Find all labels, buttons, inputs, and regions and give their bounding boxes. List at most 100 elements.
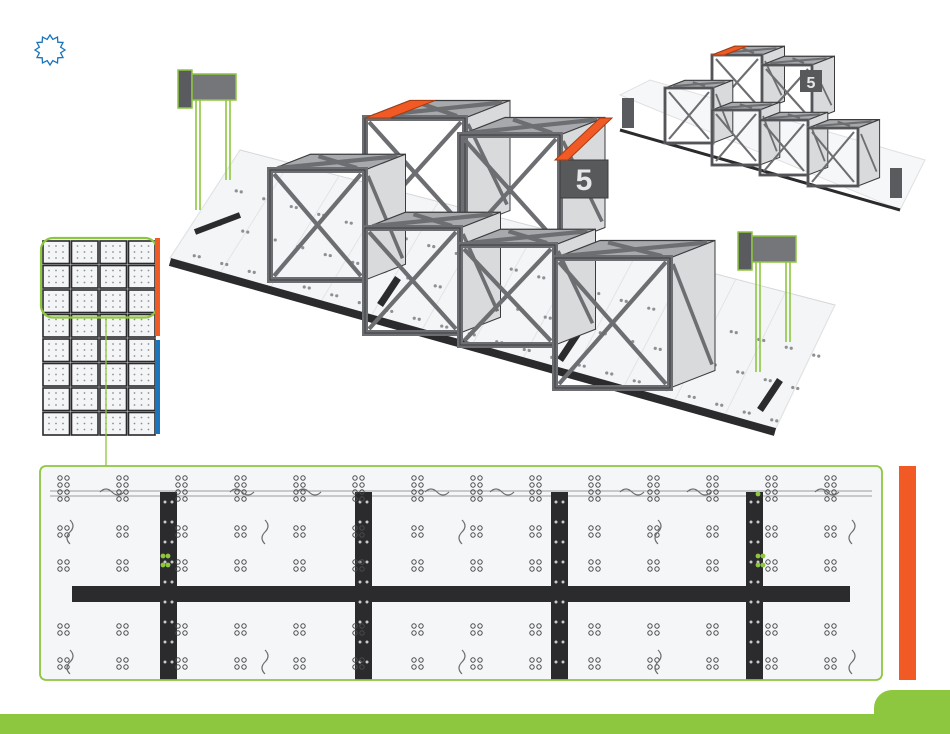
legend-hole bbox=[112, 429, 114, 431]
floor-hole bbox=[345, 221, 348, 224]
floor-hole bbox=[240, 190, 243, 193]
legend-hole bbox=[55, 245, 57, 247]
floor-hole bbox=[812, 353, 815, 356]
stripe-hole bbox=[366, 581, 369, 584]
legend-hole bbox=[112, 276, 114, 278]
stripe-hole bbox=[757, 521, 760, 524]
floor-hole bbox=[610, 372, 613, 375]
stripe-hole bbox=[555, 641, 558, 644]
legend-hole bbox=[77, 398, 79, 400]
goal-mount-dot bbox=[756, 554, 761, 559]
floor-hole bbox=[241, 230, 244, 233]
legend-hole bbox=[134, 270, 136, 272]
legend-hole bbox=[148, 270, 150, 272]
legend-hole bbox=[77, 343, 79, 345]
stripe-hole bbox=[164, 521, 167, 524]
legend-hole bbox=[148, 325, 150, 327]
floor-hole bbox=[775, 419, 778, 422]
legend-hole bbox=[112, 270, 114, 272]
floor-hole bbox=[735, 331, 738, 334]
legend-hole bbox=[91, 343, 93, 345]
legend-hole bbox=[148, 251, 150, 253]
stripe-hole bbox=[750, 581, 753, 584]
legend-hole bbox=[141, 368, 143, 370]
floor-hole bbox=[638, 380, 641, 383]
legend-hole bbox=[91, 368, 93, 370]
legend-hole bbox=[77, 276, 79, 278]
legend-hole bbox=[141, 325, 143, 327]
legend-hole bbox=[62, 380, 64, 382]
legend-hole bbox=[112, 282, 114, 284]
legend-hole bbox=[148, 423, 150, 425]
floor-hole bbox=[748, 411, 751, 414]
legend-hole bbox=[84, 374, 86, 376]
legend-hole bbox=[55, 276, 57, 278]
legend-hole bbox=[119, 331, 121, 333]
legend-hole bbox=[141, 374, 143, 376]
stripe-hole bbox=[750, 641, 753, 644]
legend-hole bbox=[55, 429, 57, 431]
floor-hole bbox=[652, 308, 655, 311]
goal-mount-dot bbox=[166, 563, 171, 568]
legend-hole bbox=[48, 276, 50, 278]
goal-mount-dot bbox=[756, 492, 761, 497]
legend-hole bbox=[148, 355, 150, 357]
legend-hole bbox=[119, 282, 121, 284]
legend-hole bbox=[55, 270, 57, 272]
legend-hole bbox=[48, 349, 50, 351]
legend-hole bbox=[119, 380, 121, 382]
legend-hole bbox=[134, 319, 136, 321]
legend-hole bbox=[134, 398, 136, 400]
legend-hole bbox=[119, 257, 121, 259]
stripe-hole bbox=[555, 621, 558, 624]
legend-hole bbox=[62, 245, 64, 247]
legend-hole bbox=[84, 331, 86, 333]
legend-hole bbox=[112, 380, 114, 382]
legend-hole bbox=[119, 404, 121, 406]
floor-hole bbox=[515, 268, 518, 271]
legend-hole bbox=[119, 319, 121, 321]
legend-hole bbox=[119, 294, 121, 296]
legend-hole bbox=[112, 374, 114, 376]
legend-hole bbox=[119, 349, 121, 351]
legend-hole bbox=[105, 245, 107, 247]
legend-hole bbox=[62, 392, 64, 394]
legend-hole bbox=[91, 392, 93, 394]
floor-hole bbox=[329, 254, 332, 257]
legend-hole bbox=[84, 245, 86, 247]
legend-hole bbox=[77, 282, 79, 284]
legend-hole bbox=[112, 331, 114, 333]
legend-hole bbox=[112, 404, 114, 406]
floor-hole bbox=[605, 371, 608, 374]
stripe-hole bbox=[555, 501, 558, 504]
legend-hole bbox=[148, 368, 150, 370]
legend-hole bbox=[77, 270, 79, 272]
legend-hole bbox=[91, 282, 93, 284]
legend-hole bbox=[77, 374, 79, 376]
legend-hole bbox=[48, 251, 50, 253]
legend-hole bbox=[48, 245, 50, 247]
stripe-hole bbox=[757, 601, 760, 604]
legend-hole bbox=[134, 306, 136, 308]
legend-hole bbox=[91, 349, 93, 351]
legend-hole bbox=[48, 300, 50, 302]
floor-hole bbox=[356, 262, 359, 265]
legend-hole bbox=[77, 355, 79, 357]
legend-hole bbox=[105, 276, 107, 278]
floor-plan-vertical-stripe bbox=[355, 492, 372, 680]
gear-outline-icon bbox=[35, 35, 65, 65]
legend-hole bbox=[105, 282, 107, 284]
legend-hole bbox=[148, 398, 150, 400]
floor-plan-vertical-stripe bbox=[746, 492, 763, 680]
legend-hole bbox=[112, 343, 114, 345]
structure-preview: 5 bbox=[620, 46, 925, 210]
legend-hole bbox=[119, 355, 121, 357]
legend-hole bbox=[112, 257, 114, 259]
legend-hole bbox=[77, 417, 79, 419]
floor-hole bbox=[290, 205, 293, 208]
legend-hole bbox=[62, 257, 64, 259]
gear-outline bbox=[35, 35, 65, 65]
legend-hole bbox=[48, 319, 50, 321]
stripe-hole bbox=[164, 661, 167, 664]
legend-hole bbox=[77, 349, 79, 351]
